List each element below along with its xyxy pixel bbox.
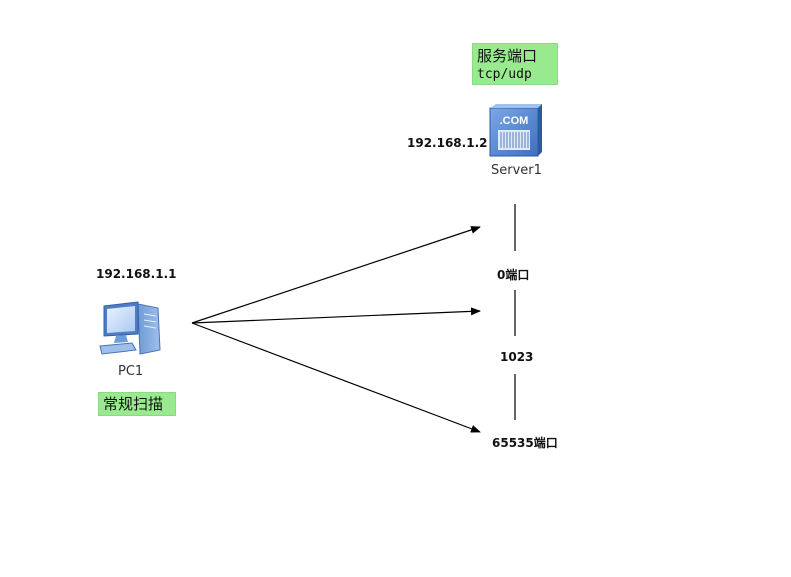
server-ip: 192.168.1.2: [407, 136, 488, 150]
server-name: Server1: [491, 163, 542, 178]
server-note: 服务端口 tcp/udp: [472, 43, 558, 85]
server-icon-text: .COM: [500, 115, 529, 127]
pc-icon: [98, 300, 164, 358]
scan-arrow-top: [191, 226, 481, 324]
server-icon: .COM: [488, 100, 544, 158]
server-note-subtitle: tcp/udp: [477, 67, 532, 82]
server-note-title: 服务端口: [477, 47, 538, 65]
pc-note: 常规扫描: [98, 392, 176, 416]
pc-note-text: 常规扫描: [103, 395, 164, 413]
port-end-label: 65535端口: [492, 436, 558, 450]
port-middle-label: 1023: [500, 350, 534, 364]
scan-arrow-bottom: [191, 322, 481, 433]
port-start-label: 0端口: [497, 268, 530, 282]
pc-name: PC1: [118, 364, 144, 379]
scan-arrow-middle: [191, 307, 481, 324]
pc-ip: 192.168.1.1: [96, 267, 177, 281]
